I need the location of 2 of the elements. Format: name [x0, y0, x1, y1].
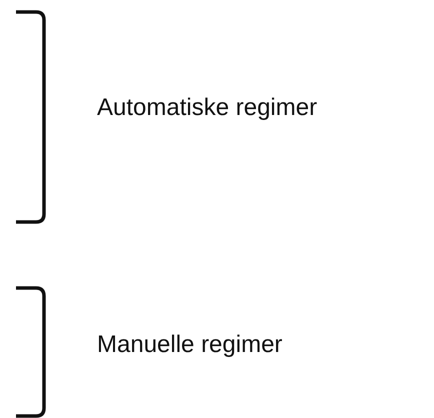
- group-label: Manuelle regimer: [97, 331, 282, 359]
- group-label: Automatiske regimer: [97, 94, 318, 122]
